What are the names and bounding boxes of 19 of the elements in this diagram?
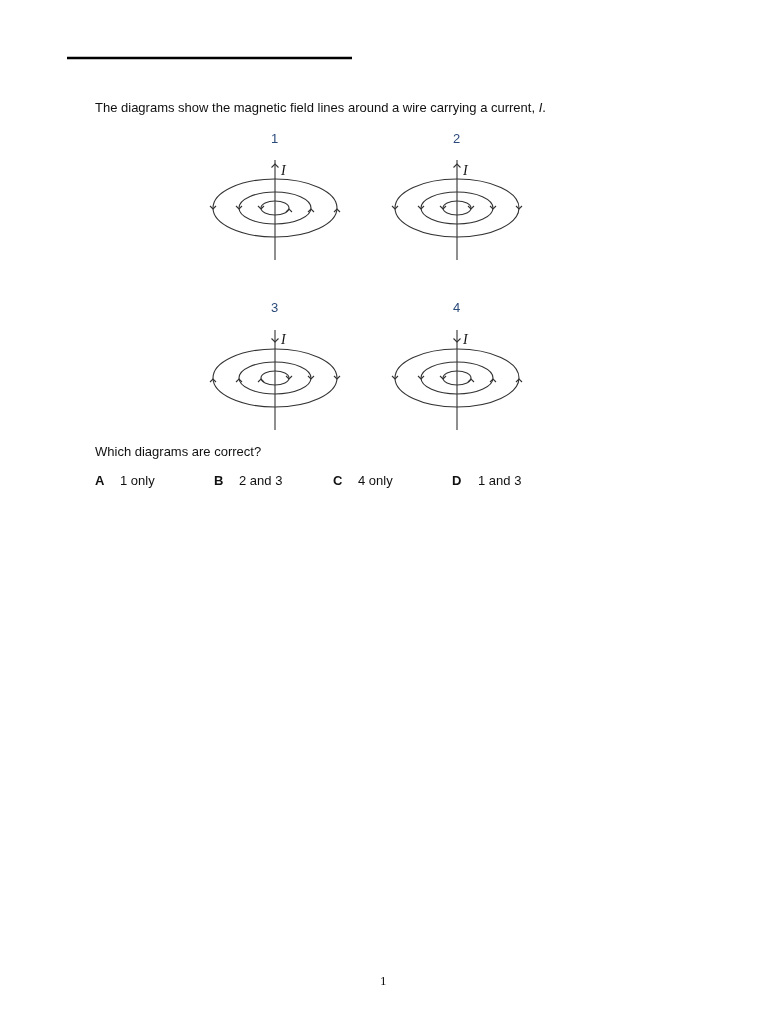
current-label: I	[281, 333, 286, 347]
diagram-number: 1	[271, 132, 279, 145]
option-text: 2 and 3	[239, 474, 283, 487]
current-label: I	[463, 333, 468, 347]
option-text: 1 only	[120, 474, 155, 487]
diagram-number: 2	[453, 132, 461, 145]
current-label: I	[281, 164, 286, 178]
option-letter: A	[95, 474, 105, 487]
diagram-number: 3	[271, 301, 279, 314]
option-letter: B	[214, 474, 224, 487]
current-label: I	[463, 164, 468, 178]
question-text: Which diagrams are correct?	[95, 445, 262, 458]
page-number: 1	[380, 974, 387, 987]
option-text: 4 only	[358, 474, 393, 487]
diagram-number: 4	[453, 301, 461, 314]
question-text: The diagrams show the magnetic field lines around a wire carrying a current, I.	[95, 101, 546, 114]
option-letter: C	[333, 474, 343, 487]
option-letter: D	[452, 474, 462, 487]
option-text: 1 and 3	[478, 474, 522, 487]
